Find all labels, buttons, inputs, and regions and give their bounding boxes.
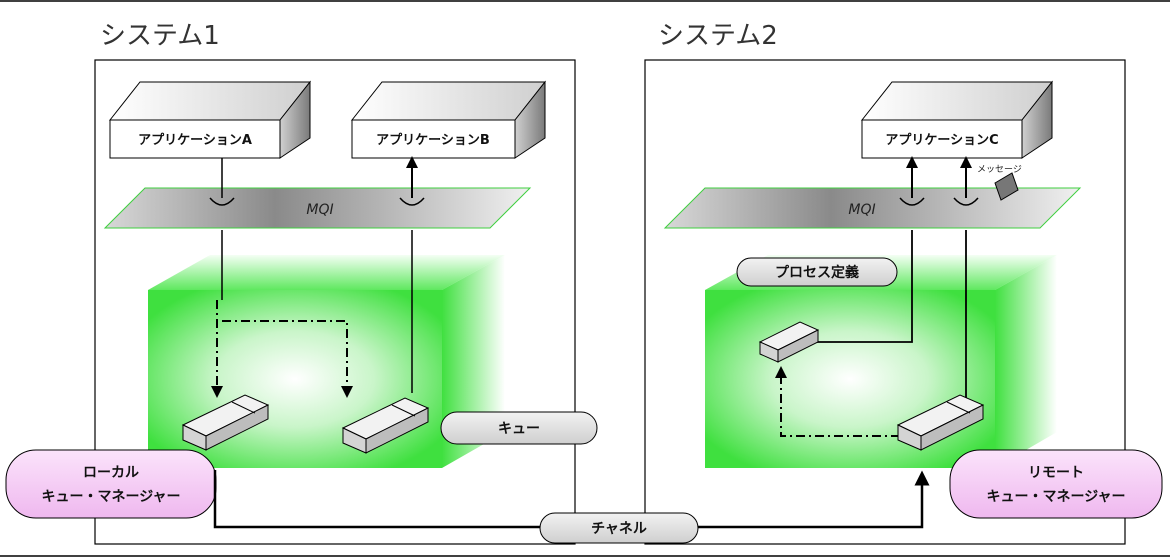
queue-tray-1 xyxy=(181,394,270,451)
system2-title: システム2 xyxy=(658,21,778,51)
app-a-box: アプリケーションA xyxy=(108,80,312,159)
message-icon xyxy=(994,172,1019,201)
local-qm-line1: ローカル xyxy=(83,465,139,481)
app-a-label: アプリケーションA xyxy=(138,133,252,148)
remote-qm-line1: リモート xyxy=(1028,465,1084,481)
trigger-arrow xyxy=(775,366,900,437)
remote-qm-line2: キュー・マネージャー xyxy=(986,489,1125,505)
message-indicator: メッセージ xyxy=(977,164,1022,201)
remote-queue-tray xyxy=(896,394,985,451)
channel-line-left xyxy=(213,470,540,529)
process-def-pill: プロセス定義 xyxy=(736,257,898,287)
channel-link: チャネル xyxy=(213,470,930,544)
system1-title: システム1 xyxy=(100,21,220,51)
app-c-label: アプリケーションC xyxy=(885,133,998,148)
mqi-hook-b xyxy=(399,197,425,206)
app-b-label: アプリケーションB xyxy=(376,133,490,148)
channel-label: チャネル xyxy=(591,521,647,537)
queue-label: キュー xyxy=(498,421,540,437)
app-b-box: アプリケーションB xyxy=(350,80,547,159)
remote-qm-label: リモート キュー・マネージャー xyxy=(949,449,1163,519)
queue-tray-2 xyxy=(341,397,430,454)
process-def-link xyxy=(810,230,913,343)
system2-group: システム2 アプリケーションC MQI メッセージ xyxy=(644,21,1163,545)
system1-group: システム1 アプリケーションA アプリケーションB MQI xyxy=(5,21,598,545)
queue-label-pill: キュー xyxy=(440,411,598,445)
message-label: メッセージ xyxy=(977,164,1022,175)
process-def-label: プロセス定義 xyxy=(775,264,859,281)
mqi-plane-2: MQI xyxy=(663,187,1082,229)
mqi-hook-c1 xyxy=(899,197,925,206)
mqi-hook-a xyxy=(209,197,235,206)
channel-pill xyxy=(539,512,699,544)
mqi-plane-1: MQI xyxy=(103,187,532,229)
local-qm-label: ローカル キュー・マネージャー xyxy=(5,449,217,519)
put-arrow-to-queue2 xyxy=(222,320,353,398)
app-c-box: アプリケーションC xyxy=(860,80,1054,159)
channel-line-right xyxy=(698,470,930,529)
mqi-hook-c2 xyxy=(953,197,979,206)
initiation-queue-tray xyxy=(758,321,820,363)
mqi-label-1: MQI xyxy=(306,202,333,218)
local-qm-line2: キュー・マネージャー xyxy=(41,489,180,505)
mqi-label-2: MQI xyxy=(848,202,875,218)
